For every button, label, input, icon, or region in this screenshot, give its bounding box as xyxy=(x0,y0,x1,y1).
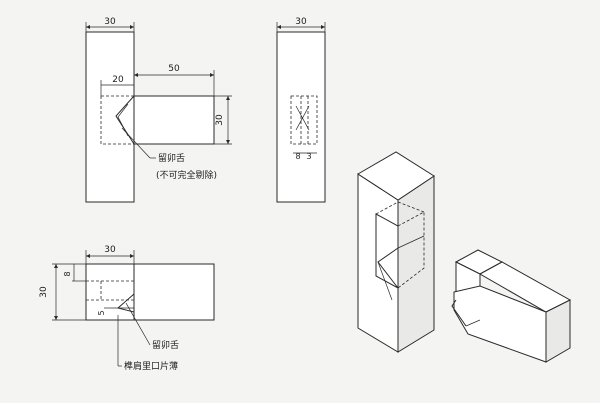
plan-shoulder-callout: 榫肩里口片薄 xyxy=(124,360,178,372)
dim-side-top-label: 30 xyxy=(295,17,307,27)
front-leader xyxy=(121,127,151,159)
front-hidden-mortise xyxy=(100,96,134,145)
dim-plan-5-label: 5 xyxy=(97,310,106,315)
side-view: 30 8 3 xyxy=(276,17,326,203)
dim-front-20-label: 20 xyxy=(112,75,124,85)
iso-tenon-tongue xyxy=(451,299,467,327)
dim-front-50-label: 50 xyxy=(168,64,180,74)
dim-side-3: 3 xyxy=(306,152,311,161)
plan-leader-1 xyxy=(125,302,151,346)
front-tongue-inner xyxy=(117,103,129,137)
dim-front-height-label: 30 xyxy=(215,114,225,126)
plan-view: 30 30 8 5 留卯舌 榫肩里口片薄 xyxy=(39,245,215,372)
iso-post-top-face xyxy=(357,151,435,201)
iso-mortise-hidden xyxy=(397,211,425,289)
front-tongue-callout: 留卯舌 xyxy=(158,152,185,164)
iso-beam-right-face xyxy=(545,299,571,363)
dim-side-8: 8 xyxy=(295,152,300,161)
dim-plan-8-label: 8 xyxy=(63,271,72,276)
plan-tongue-callout: 留卯舌 xyxy=(152,339,179,351)
dim-plan-height-label: 30 xyxy=(39,286,49,298)
iso-mortise-face xyxy=(375,213,399,289)
front-post xyxy=(85,31,135,203)
dim-plan-top-label: 30 xyxy=(104,245,116,255)
dim-front-top-label: 30 xyxy=(104,17,116,27)
isometric-view xyxy=(357,151,572,363)
plan-beam xyxy=(133,263,215,321)
front-beam xyxy=(133,95,215,145)
front-tongue-note: (不可完全剔除) xyxy=(156,169,217,181)
plan-post xyxy=(85,263,135,321)
front-view: 30 20 50 30 留卯舌 (不可完全剔除) xyxy=(85,17,232,203)
iso-post-right-face xyxy=(397,175,435,353)
side-mortise xyxy=(290,95,318,145)
